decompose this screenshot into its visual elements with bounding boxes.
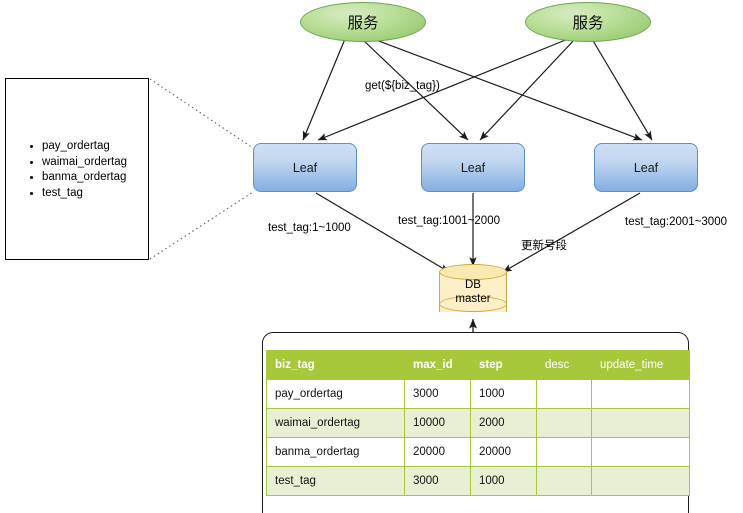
cell-biz-tag: test_tag (266, 466, 405, 496)
cylinder-top (439, 264, 507, 280)
db-label: DB master (439, 278, 507, 306)
leaf-node-1[interactable]: Leaf (253, 143, 357, 192)
callout-dotted-lines (149, 78, 254, 260)
service-node-right[interactable]: 服务 (525, 2, 651, 42)
cell-update-time (591, 437, 690, 467)
db-label-line2: master (455, 293, 491, 305)
cell-step: 1000 (470, 379, 537, 409)
cell-step: 1000 (470, 466, 537, 496)
edge-label-segment-2: test_tag:1001~2000 (398, 215, 500, 227)
cell-biz-tag: waimai_ordertag (266, 408, 405, 438)
table-header-biz-tag: biz_tag (266, 350, 405, 380)
cell-desc (536, 379, 592, 409)
table-row: banma_ordertag 20000 20000 (266, 437, 690, 467)
table-header-step: step (470, 350, 537, 380)
table-header-desc: desc (536, 350, 592, 380)
db-label-line1: DB (465, 279, 481, 291)
list-item: test_tag (28, 186, 127, 202)
cell-desc (536, 437, 592, 467)
cell-max-id: 10000 (404, 408, 471, 438)
edge-label-segment-3: test_tag:2001~3000 (625, 216, 727, 228)
service-to-leaf-arrows (302, 36, 653, 141)
cell-update-time (591, 466, 690, 496)
table-row: test_tag 3000 1000 (266, 466, 690, 496)
list-item: banma_ordertag (28, 170, 127, 186)
edge-label-get-request: get(${biz_tag}) (365, 80, 440, 92)
table-header-update-time: update_time (591, 350, 690, 380)
leaf-node-3[interactable]: Leaf (594, 143, 698, 192)
biz-tag-list: pay_ordertag waimai_ordertag banma_order… (28, 139, 127, 201)
cell-biz-tag: pay_ordertag (266, 379, 405, 409)
cylinder-bottom (439, 296, 507, 312)
cell-step: 20000 (470, 437, 537, 467)
cell-biz-tag: banma_ordertag (266, 437, 405, 467)
edge-label-update-segment: 更新号段 (521, 240, 567, 252)
cell-update-time (591, 408, 690, 438)
leaf-node-2[interactable]: Leaf (421, 143, 525, 192)
leaf-to-db-arrows (315, 192, 641, 273)
service-node-left[interactable]: 服务 (300, 2, 426, 42)
cell-desc (536, 466, 592, 496)
cell-update-time (591, 379, 690, 409)
cell-step: 2000 (470, 408, 537, 438)
list-item: waimai_ordertag (28, 155, 127, 171)
leaf-alloc-table: biz_tag max_id step desc update_time pay… (266, 350, 690, 496)
table-row: pay_ordertag 3000 1000 (266, 379, 690, 409)
table-header-row: biz_tag max_id step desc update_time (266, 350, 690, 380)
cell-desc (536, 408, 592, 438)
table-header-max-id: max_id (404, 350, 471, 380)
table-row: waimai_ordertag 10000 2000 (266, 408, 690, 438)
cell-max-id: 20000 (404, 437, 471, 467)
cell-max-id: 3000 (404, 466, 471, 496)
cell-max-id: 3000 (404, 379, 471, 409)
list-item: pay_ordertag (28, 139, 127, 155)
edge-label-segment-1: test_tag:1~1000 (268, 222, 351, 234)
biz-tag-list-box: pay_ordertag waimai_ordertag banma_order… (5, 78, 149, 260)
db-master-node[interactable]: DB master (439, 264, 507, 320)
